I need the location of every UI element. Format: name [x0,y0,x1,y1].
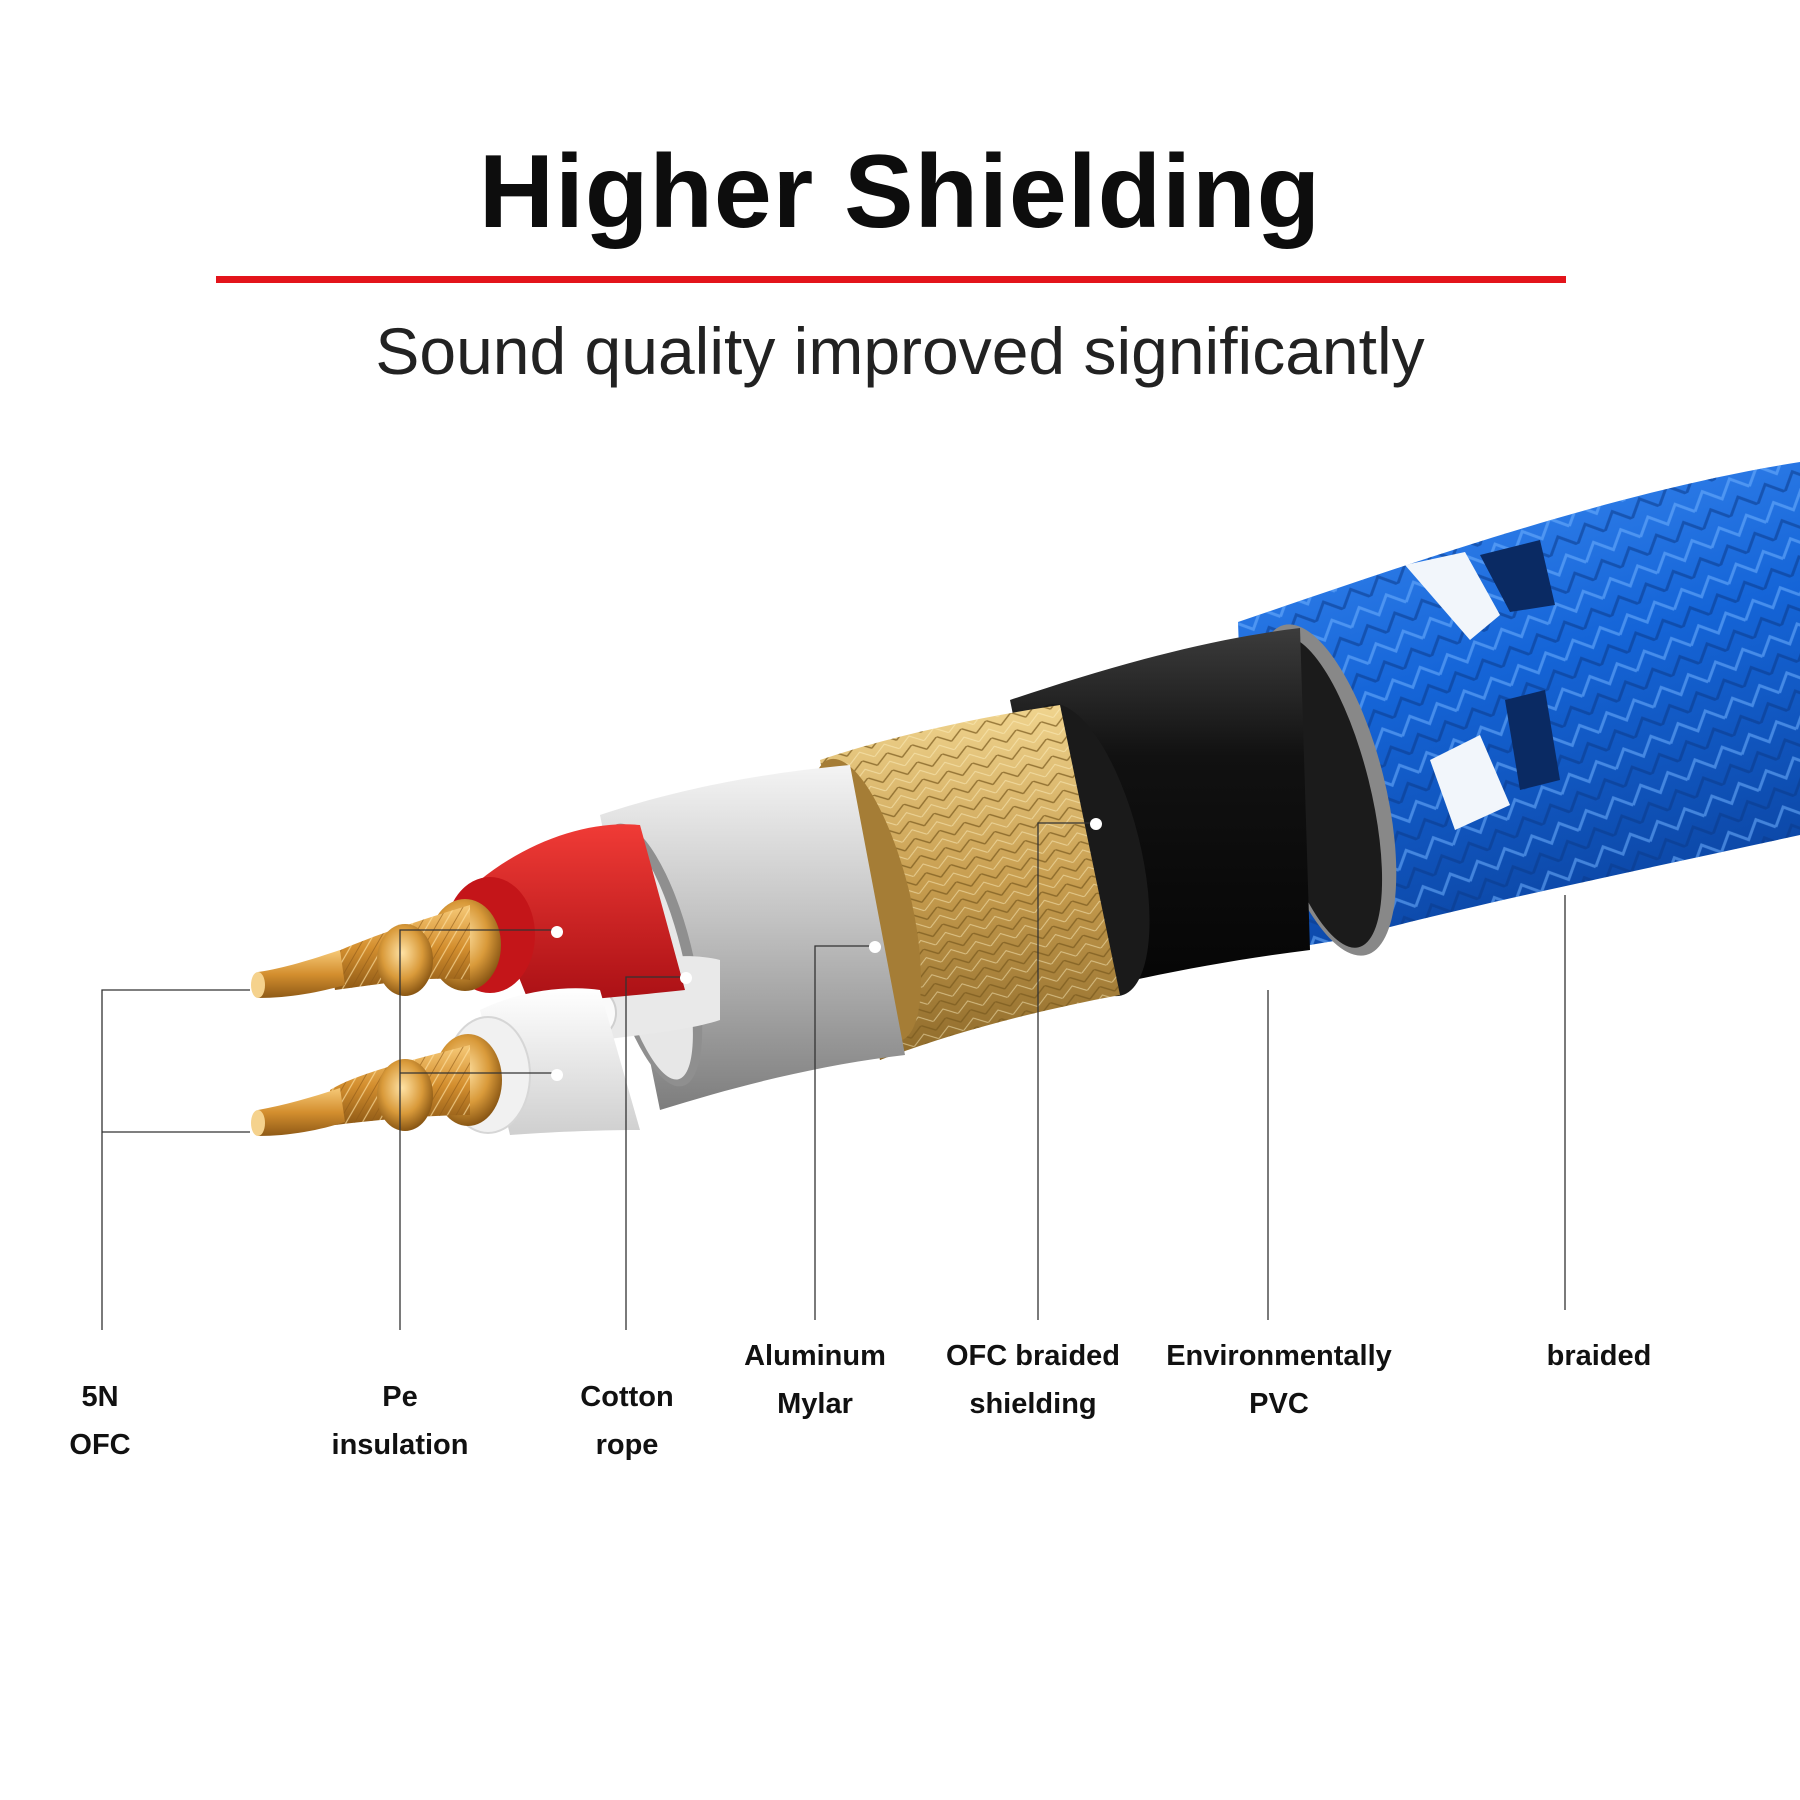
callout-cotton-line1: Cotton [580,1381,674,1413]
callout-insulation-line2: insulation [331,1429,469,1461]
callout-cotton: Cotton rope [497,1373,757,1469]
callout-braid-line1: OFC braided [945,1340,1120,1372]
leader-line-insulation [399,929,555,1330]
red-conductor-tip [258,950,345,998]
jacket-dark-patch [1480,540,1555,612]
callout-conductor-line2: OFC [69,1429,131,1461]
callout-mylar: Aluminum Mylar [685,1332,945,1428]
callout-conductor-line1: 5N [81,1381,119,1413]
white-conductor-tip [258,1088,345,1136]
jacket-white-patch-2 [1430,735,1510,830]
callout-jacket: braided [1469,1332,1729,1380]
red-conductor-bundle [377,924,433,996]
leader-line-braid [1037,822,1095,1320]
callout-cotton-line2: rope [595,1429,659,1461]
white-conductor-tip-end [251,1110,265,1136]
red-insulation [480,824,685,1005]
page-title: Higher Shielding [478,134,1322,250]
dot-insulation-white [551,1069,563,1081]
callout-insulation: Pe insulation [270,1373,530,1469]
dot-insulation-red [551,926,563,938]
white-conductor-bundle [377,1059,433,1131]
callout-pvc: Environmentally PVC [1149,1332,1409,1428]
leader-line-mylar [814,945,874,1320]
leader-dots [551,818,1102,1081]
callout-braid: OFC braided shielding [903,1332,1163,1428]
callout-braid-line2: shielding [969,1388,1097,1420]
title-divider [216,276,1566,283]
callout-pvc-line2: PVC [1249,1388,1309,1420]
leader-line-conductor [101,989,250,1330]
callout-mylar-line1: Aluminum [744,1340,886,1372]
jacket-dark-patch-2 [1505,690,1560,790]
dot-mylar [869,941,881,953]
callout-mylar-line2: Mylar [777,1388,853,1420]
dot-braid [1090,818,1102,830]
callout-insulation-line1: Pe [382,1381,418,1413]
leader-line-cotton [625,976,685,1330]
jacket-white-patch [1405,552,1500,640]
callout-jacket-line1: braided [1546,1340,1652,1372]
red-conductor-tip-end [251,972,265,998]
dot-cotton [680,972,692,984]
callout-conductor: 5N OFC [0,1373,230,1469]
leader-lines [101,822,1566,1330]
page-subtitle: Sound quality improved significantly [375,314,1425,388]
callout-pvc-line1: Environmentally [1166,1340,1392,1372]
